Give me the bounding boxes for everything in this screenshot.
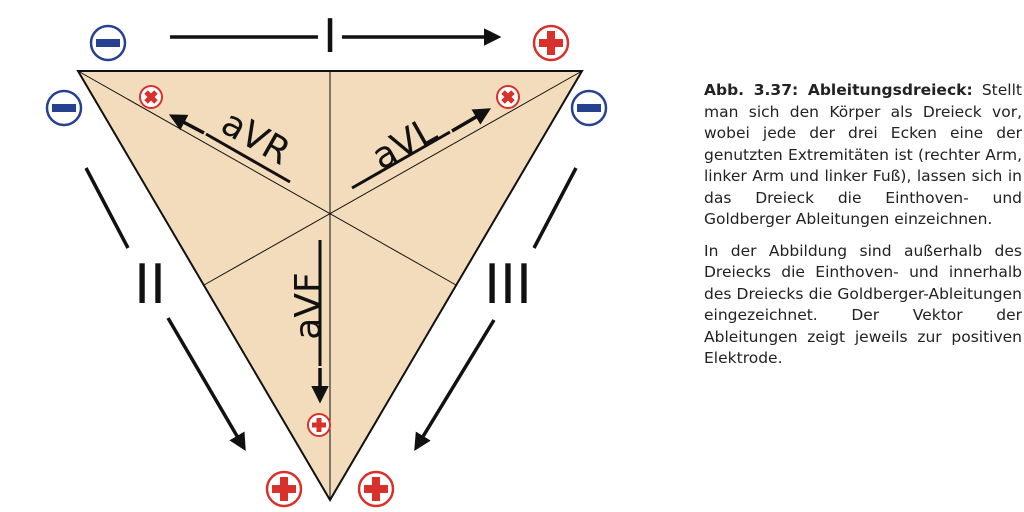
minus-electrode-icon: [89, 24, 127, 62]
lead-1-label: I: [323, 9, 337, 63]
avf-label: aVF: [288, 272, 329, 339]
plus-electrode-icon: [139, 85, 163, 109]
caption-paragraph-2: In der Abbildung sind außerhalb des Drei…: [704, 241, 1022, 368]
caption-heading: Abb. 3.37: Ableitungsdreieck:: [704, 81, 973, 99]
plus-electrode-icon: [265, 470, 303, 508]
plus-electrode-icon: [532, 24, 570, 62]
minus-electrode-icon: [45, 89, 83, 127]
avl-arrow: [351, 108, 492, 190]
caption-paragraph-1: Stellt man sich den Körper als Drei­eck …: [704, 81, 1022, 228]
avr-arrow: [168, 114, 291, 184]
lead-3-arrow: [414, 167, 578, 451]
einthoven-triangle-diagram: I II III aVR aVL aVF: [45, 9, 608, 508]
lead-2-label: II: [134, 253, 166, 316]
plus-electrode-icon: [307, 413, 331, 437]
lead-3-label: III: [484, 253, 532, 316]
plus-electrode-icon: [496, 85, 520, 109]
plus-electrode-icon: [357, 470, 395, 508]
figure-caption: Abb. 3.37: Ableitungsdreieck: Stellt man…: [704, 80, 1022, 380]
lead-2-arrow: [84, 167, 246, 452]
minus-electrode-icon: [570, 89, 608, 127]
